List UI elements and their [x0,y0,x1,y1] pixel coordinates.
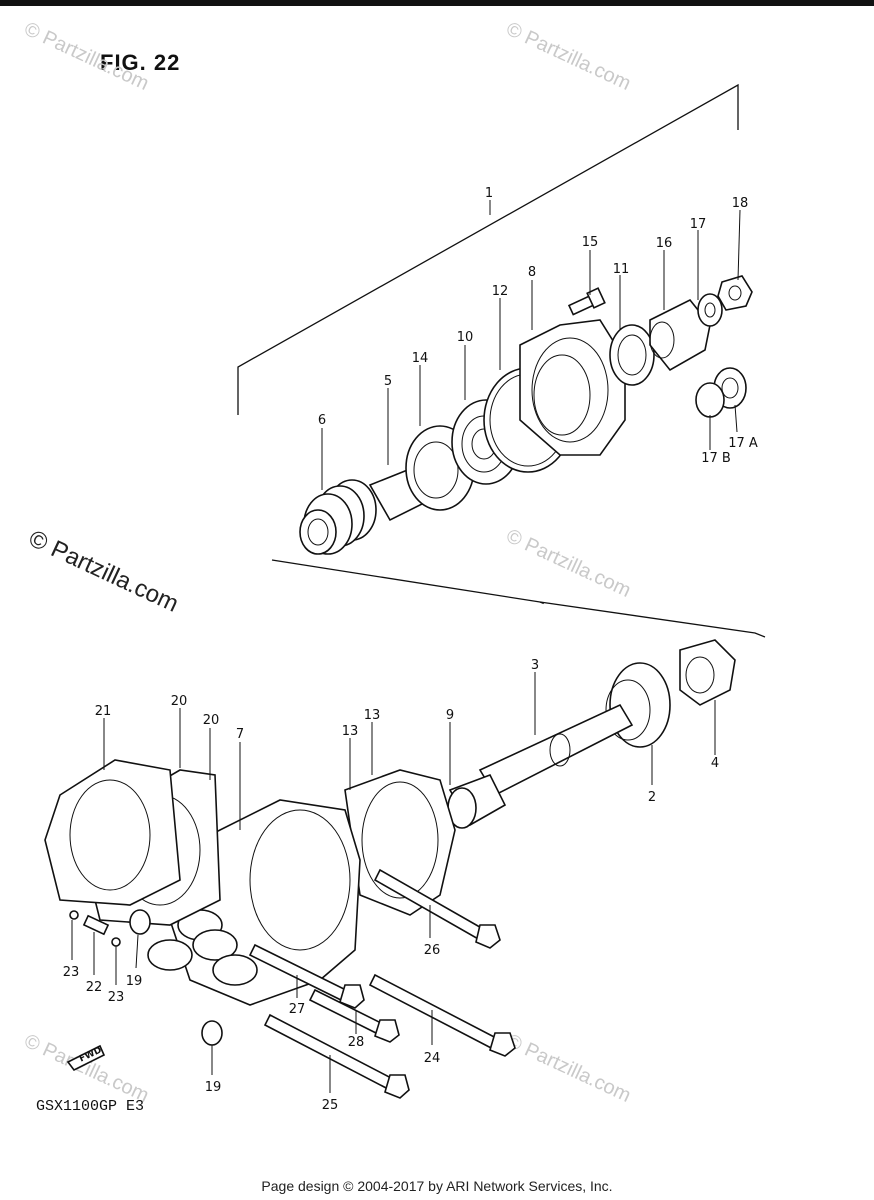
callout-22: 22 [86,980,103,995]
callout-2: 2 [648,790,656,805]
callout-27: 27 [289,1002,306,1017]
top-border [0,0,874,6]
callout-15: 15 [582,235,599,250]
part-15-bolt [567,287,606,316]
callout-7: 7 [236,727,244,742]
callout-9: 9 [446,708,454,723]
part-13-gasket [344,769,456,916]
callout-labels: 1 2 3 4 5 6 7 8 9 10 11 12 13 13 14 15 1… [63,186,758,1113]
part-22-dowel [82,914,110,936]
part-18-nut [717,275,753,311]
part-3-shaft [478,703,634,797]
callout-3: 3 [531,658,539,673]
part-4-joint [679,639,736,706]
callout-24: 24 [424,1051,441,1066]
callout-13: 13 [364,708,381,723]
callout-14: 14 [412,351,429,366]
part-6-spring [299,479,377,555]
callout-17a: 17 A [728,436,758,451]
callout-18: 18 [732,196,749,211]
figure-title: FIG. 22 [100,50,181,75]
model-code: GSX1100GP E3 [36,1098,145,1115]
footer-copyright: Page design © 2004-2017 by ARI Network S… [261,1178,613,1194]
part-8-bearing-case [519,319,626,456]
callout-21: 21 [95,704,112,719]
assembly-outline [237,83,766,638]
fwd-arrow-icon: FWD [66,1044,106,1072]
callout-13: 13 [342,724,359,739]
callout-12: 12 [492,284,509,299]
callout-19: 19 [126,974,143,989]
callout-26: 26 [424,943,441,958]
callout-28: 28 [348,1035,365,1050]
callout-11: 11 [613,262,630,277]
leader-lines [71,200,741,1093]
part-19-seal [129,909,223,1046]
part-16-coupling [649,298,711,372]
callout-23: 23 [63,965,80,980]
callout-17: 17 [690,217,707,232]
callout-20: 20 [171,694,188,709]
callout-6: 6 [318,413,326,428]
part-2-gear [605,662,671,748]
part-21-gasket [44,759,181,906]
callout-10: 10 [457,330,474,345]
callout-17b: 17 B [701,451,731,466]
callout-8: 8 [528,265,536,280]
part-9-bearing [447,773,507,829]
part-17-washer [697,293,723,327]
part-11-seal [609,324,655,386]
part-17b-circlip [695,382,725,418]
part-23-washer [69,910,121,947]
callout-16: 16 [656,236,673,251]
callout-20: 20 [203,713,220,728]
callout-19: 19 [205,1080,222,1095]
callout-4: 4 [711,756,719,771]
callout-23: 23 [108,990,125,1005]
callout-25: 25 [322,1098,339,1113]
callout-5: 5 [384,374,392,389]
callout-1: 1 [485,186,493,201]
